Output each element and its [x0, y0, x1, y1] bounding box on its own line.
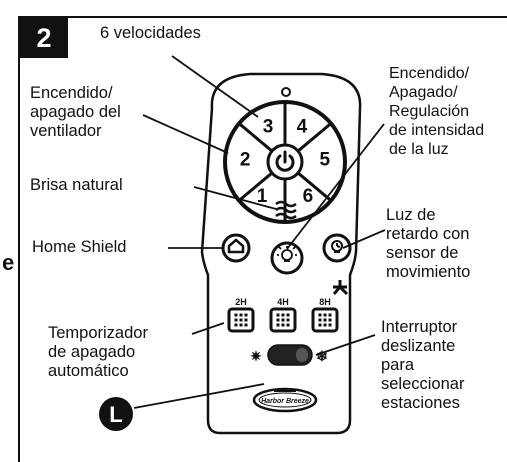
top-border [18, 16, 507, 18]
season-switch-line-1: Interruptor [381, 318, 458, 336]
dial-divider [297, 171, 332, 202]
timer-label: 4H [277, 297, 289, 307]
label-home-shield: Home Shield [32, 238, 127, 256]
marker-letter: L [109, 402, 122, 427]
clock-bulb-icon [331, 240, 343, 253]
timer-button-2h[interactable]: 2H [227, 297, 255, 333]
light-bulb-icon [277, 246, 297, 262]
step-number: 2 [36, 22, 52, 53]
season-switch[interactable] [267, 344, 313, 366]
delay-light-line-3: sensor de [386, 244, 459, 262]
step-badge: 2 [20, 18, 68, 58]
speed-button-1[interactable]: 1 [257, 186, 268, 207]
timer-line-3: automático [48, 362, 129, 380]
power-icon [275, 150, 295, 172]
season-switch-line-3: para [381, 356, 415, 374]
speed-button-3[interactable]: 3 [263, 117, 274, 138]
label-breeze: Brisa natural [30, 176, 123, 194]
edge-letter: e [2, 250, 15, 275]
timer-buttons: 2H 4H 8H [227, 297, 339, 333]
label-light-power: Encendido/ Apagado/ Regulación de intens… [389, 64, 484, 159]
label-fan-power: Encendido/ apagado del ventilador [30, 84, 121, 141]
light-button[interactable] [270, 241, 304, 275]
timer-button-4h[interactable]: 4H [269, 297, 297, 333]
label-delay-light: Luz de retardo con sensor de movimiento [386, 206, 470, 282]
dial-divider [238, 122, 273, 153]
light-power-line-2: Apagado/ [389, 84, 458, 101]
delay-light-button[interactable] [322, 233, 352, 263]
top-indicator [281, 87, 291, 97]
marker-l: L [99, 397, 133, 431]
timer-pattern-icon [318, 313, 332, 327]
fan-icon [332, 280, 349, 296]
speed-button-6[interactable]: 6 [303, 186, 314, 207]
timer-pattern-icon [276, 313, 290, 327]
breeze-wave-icon [275, 200, 297, 220]
brand-badge: Harbor Breeze [252, 387, 318, 413]
light-power-line-3: Regulación [389, 103, 470, 120]
delay-light-line-2: retardo con [386, 225, 470, 243]
speed-dial: 123 456 [223, 100, 347, 224]
label-timer: Temporizador de apagado automático [48, 324, 148, 381]
timer-label: 8H [319, 297, 331, 307]
dial-divider [238, 171, 273, 202]
house-icon [227, 238, 245, 254]
brand-name: Harbor Breeze [261, 398, 309, 405]
light-power-line-4: de intensidad [389, 122, 485, 139]
season-switch-line-4: seleccionar [381, 375, 465, 393]
speed-button-5[interactable]: 5 [320, 150, 331, 171]
home-shield-button[interactable] [221, 233, 251, 263]
speed-button-2[interactable]: 2 [240, 150, 251, 171]
light-power-line-5: de la luz [389, 141, 449, 158]
delay-light-line-1: Luz de [386, 206, 436, 224]
delay-light-line-4: movimiento [386, 263, 471, 281]
timer-label: 2H [235, 297, 247, 307]
speed-button-4[interactable]: 4 [297, 117, 308, 138]
sun-icon: ✷ [250, 348, 262, 364]
label-season-switch: Interruptor deslizante para seleccionar … [381, 318, 464, 413]
fan-power-line-3: ventilador [30, 122, 102, 140]
dial-divider [297, 122, 332, 153]
leader-lines [133, 55, 386, 409]
timer-pattern-icon [234, 313, 248, 327]
timer-line-2: de apagado [48, 343, 136, 361]
timer-button-8h[interactable]: 8H [311, 297, 339, 333]
light-power-line-1: Encendido/ [389, 65, 470, 82]
season-switch-line-2: deslizante [381, 337, 456, 355]
season-switch-line-5: estaciones [381, 394, 460, 412]
timer-line-1: Temporizador [48, 324, 148, 342]
fan-power-line-1: Encendido/ [30, 84, 113, 102]
snowflake-icon: ❄ [316, 348, 328, 364]
label-6-speeds: 6 velocidades [100, 24, 201, 42]
left-border [18, 16, 20, 462]
fan-power-line-2: apagado del [30, 103, 121, 121]
